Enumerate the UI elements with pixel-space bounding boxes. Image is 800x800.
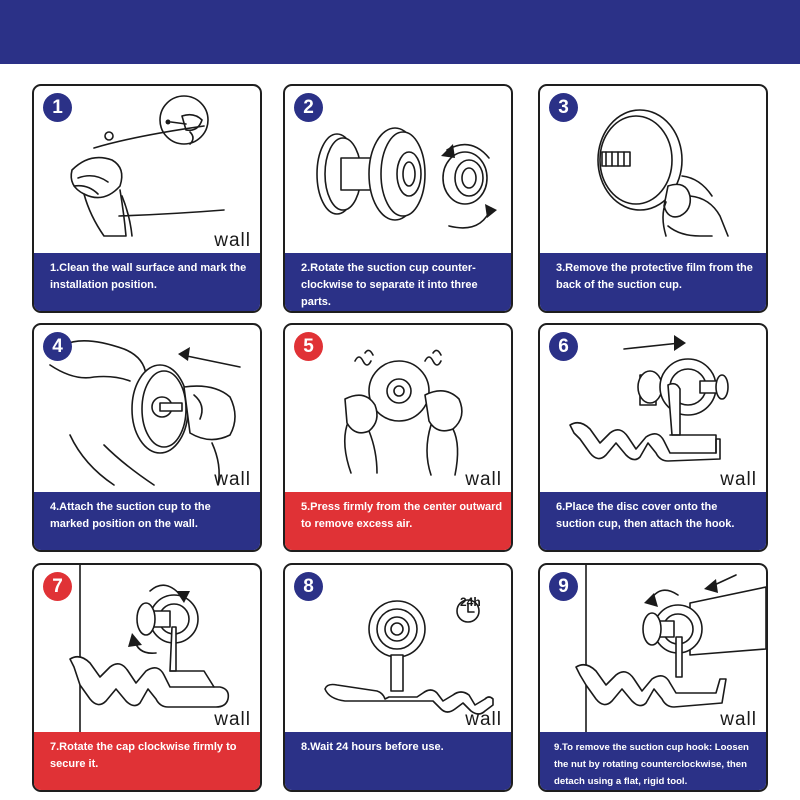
attach-hook-illustration bbox=[540, 325, 766, 494]
step-number-badge: 9 bbox=[549, 572, 578, 601]
step-number-badge: 6 bbox=[549, 332, 578, 361]
step-number-badge: 3 bbox=[549, 93, 578, 122]
wall-label: wall bbox=[214, 469, 251, 490]
step-panel-8: 8 24h wall 8.Wait 24 hours before use. bbox=[283, 563, 513, 792]
remove-hook-illustration bbox=[540, 565, 766, 734]
step-caption: 5.Press firmly from the center outward t… bbox=[285, 492, 511, 550]
step-panel-9: 9 wall 9.To remove the suction cup hook:… bbox=[538, 563, 768, 792]
step-caption: 3.Remove the protective film from the ba… bbox=[540, 253, 766, 311]
step-panel-4: 4 wall 4.Attach the suction cup to the m… bbox=[32, 323, 262, 552]
step-panel-6: 6 wall 6.Place the disc cover onto the s… bbox=[538, 323, 768, 552]
press-firmly-illustration bbox=[285, 325, 511, 494]
rotate-cap-illustration bbox=[34, 565, 260, 734]
step-panel-5: 5 wall 5.Press firmly from the center ou… bbox=[283, 323, 513, 552]
wall-label: wall bbox=[465, 709, 502, 730]
step-number-badge: 1 bbox=[43, 93, 72, 122]
wall-label: wall bbox=[214, 709, 251, 730]
wait-24h-illustration bbox=[285, 565, 511, 734]
attach-suction-cup-illustration bbox=[34, 325, 260, 494]
step-panel-2: 2 2.Rotate the suction cup counter-clock… bbox=[283, 84, 513, 313]
cleaning-wall-illustration bbox=[34, 86, 260, 255]
step-number-badge: 7 bbox=[43, 572, 72, 601]
wall-label: wall bbox=[214, 230, 251, 251]
step-number-badge: 5 bbox=[294, 332, 323, 361]
step-panel-3: 3 3.Remove the protective film from the … bbox=[538, 84, 768, 313]
wall-label: wall bbox=[720, 469, 757, 490]
step-panel-7: 7 wall 7.Rotate the cap clockwise firmly… bbox=[32, 563, 262, 792]
step-caption: 1.Clean the wall surface and mark the in… bbox=[34, 253, 260, 311]
step-number-badge: 4 bbox=[43, 332, 72, 361]
step-number-badge: 8 bbox=[294, 572, 323, 601]
step-caption: 8.Wait 24 hours before use. bbox=[285, 732, 511, 790]
clock-icon bbox=[456, 599, 480, 623]
header-banner bbox=[0, 0, 800, 64]
step-caption: 4.Attach the suction cup to the marked p… bbox=[34, 492, 260, 550]
wall-label: wall bbox=[465, 469, 502, 490]
step-number-badge: 2 bbox=[294, 93, 323, 122]
wait-duration-label: 24h bbox=[460, 595, 481, 609]
remove-film-illustration bbox=[540, 86, 766, 255]
step-caption: 6.Place the disc cover onto the suction … bbox=[540, 492, 766, 550]
step-caption: 2.Rotate the suction cup counter-clockwi… bbox=[285, 253, 511, 311]
wall-label: wall bbox=[720, 709, 757, 730]
rotate-suction-cup-illustration bbox=[285, 86, 511, 255]
step-panel-1: 1 wall 1.Clean the wall surface and mark… bbox=[32, 84, 262, 313]
step-caption: 9.To remove the suction cup hook: Loosen… bbox=[540, 732, 766, 790]
step-caption: 7.Rotate the cap clockwise firmly to sec… bbox=[34, 732, 260, 790]
